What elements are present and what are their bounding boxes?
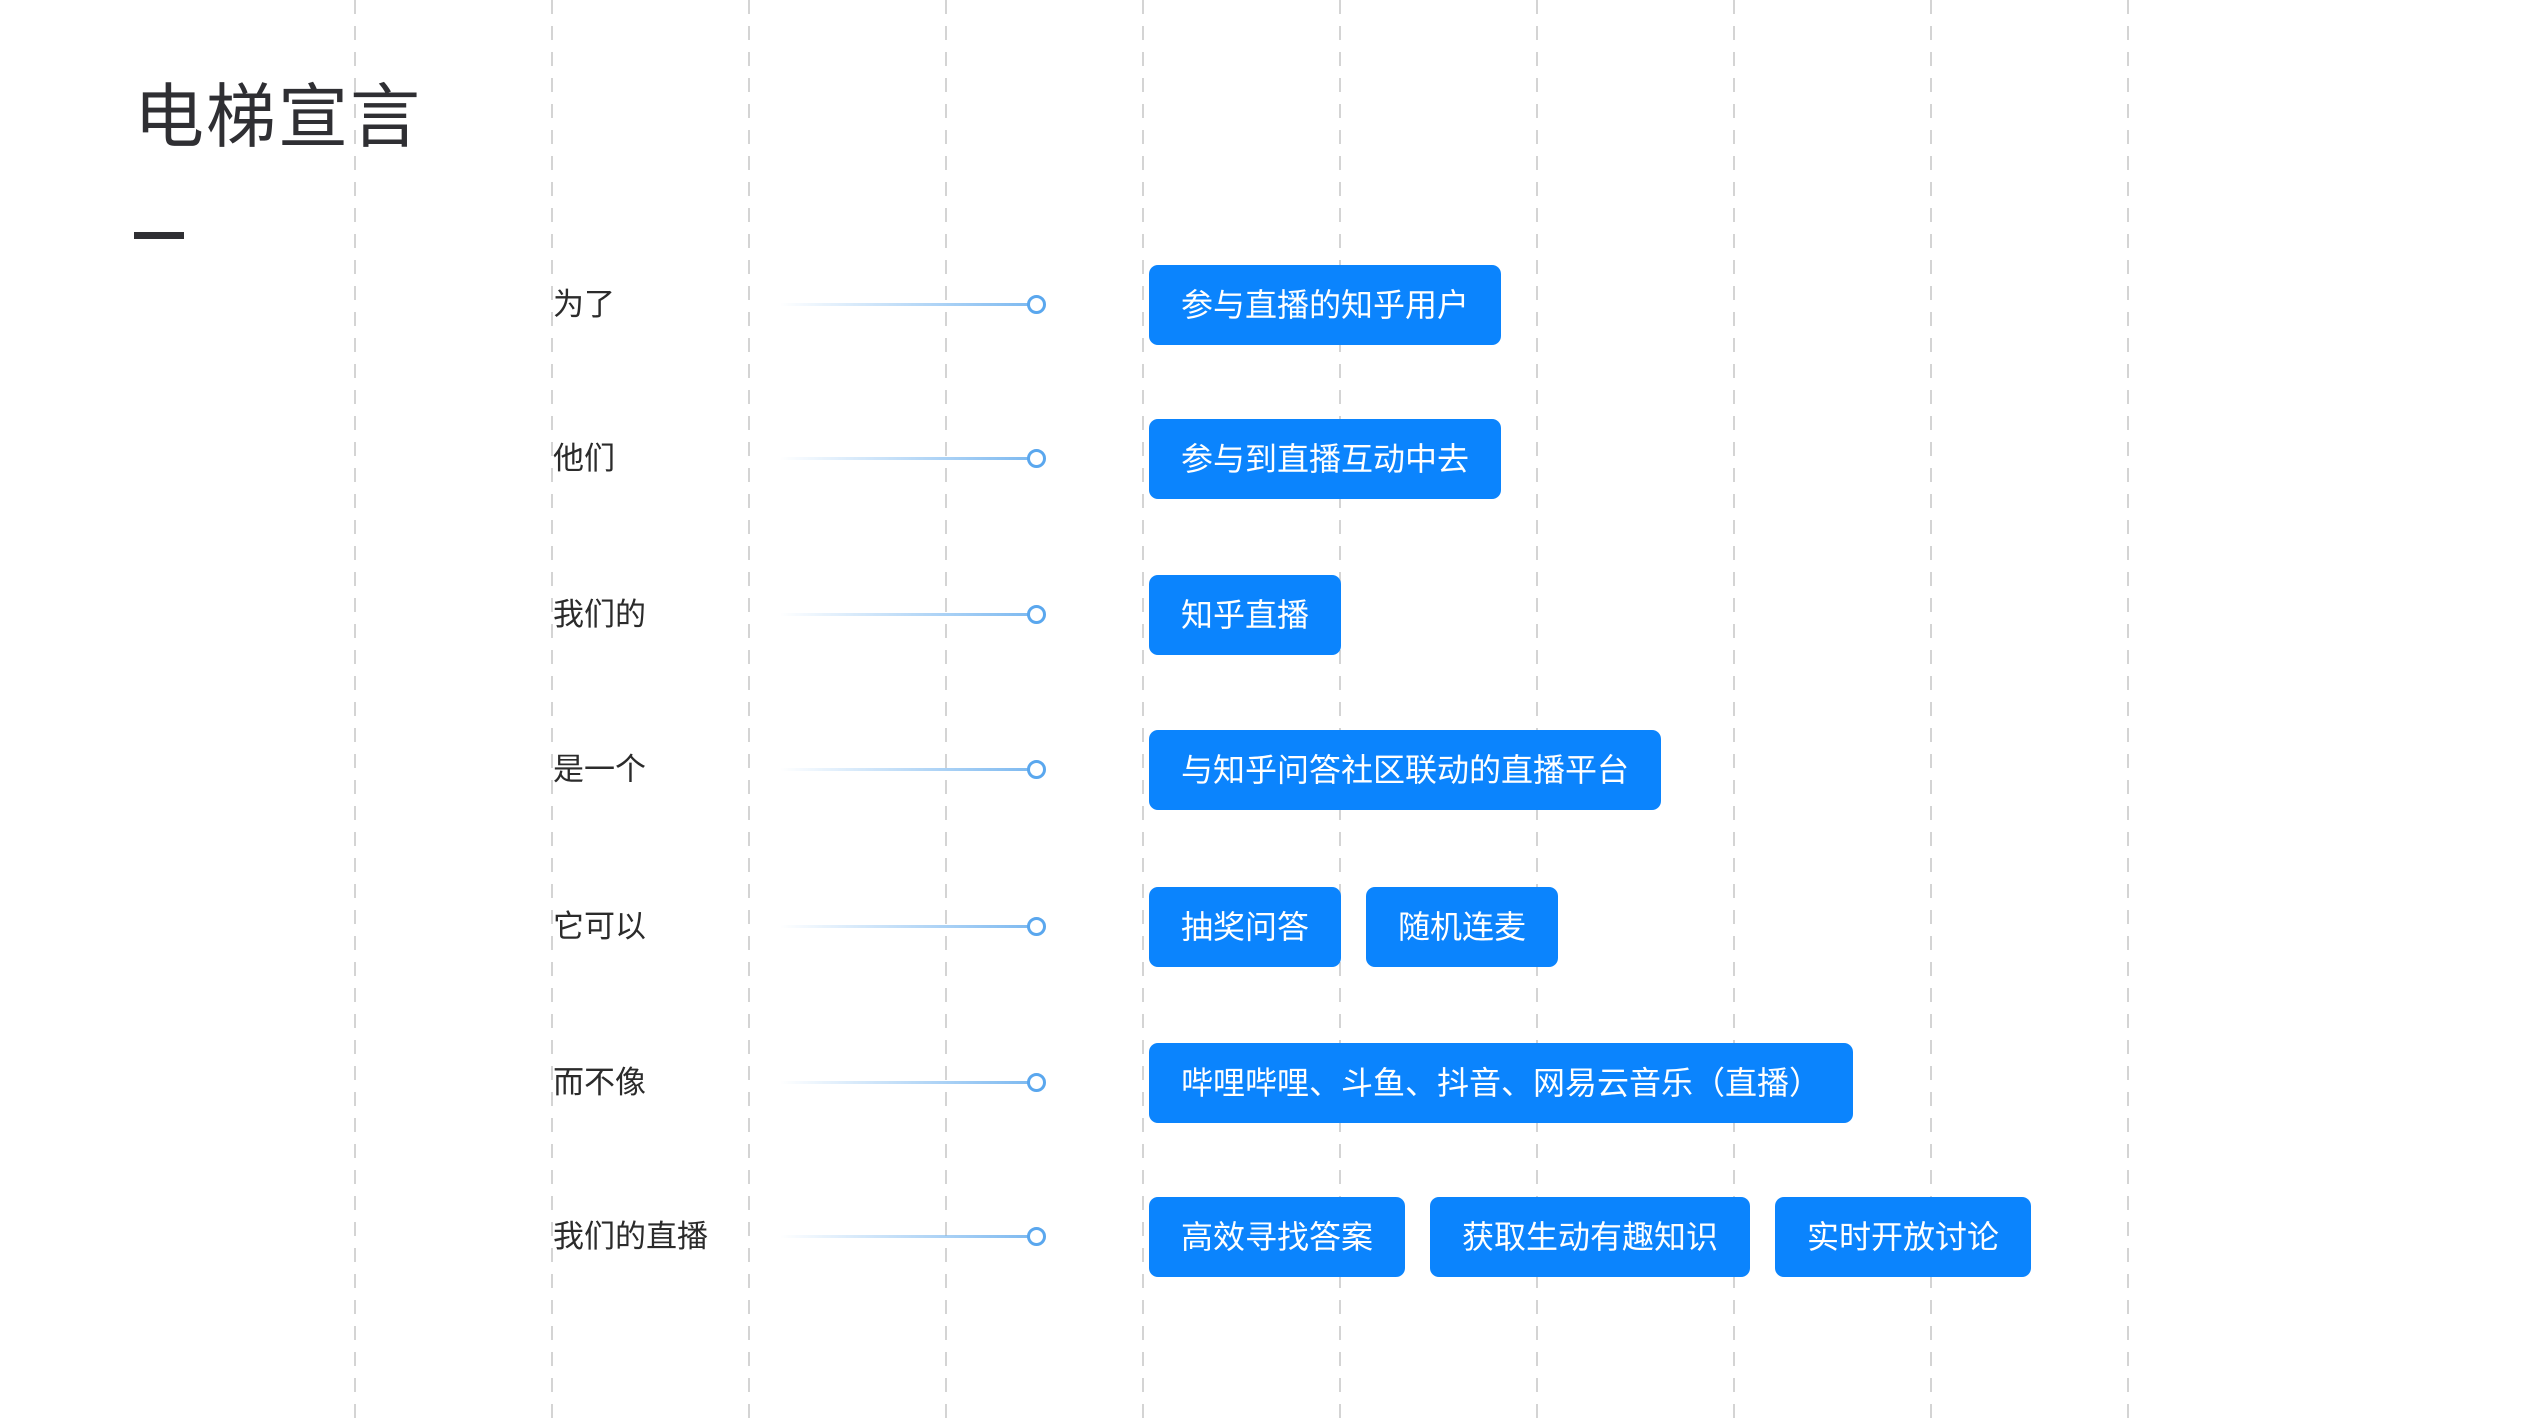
- connector-line: [780, 1235, 1032, 1238]
- row-label: 而不像: [553, 1065, 646, 1101]
- tag-chip: 参与到直播互动中去: [1149, 419, 1502, 499]
- connector-node: [1027, 1073, 1046, 1092]
- row-label: 他们: [553, 441, 615, 477]
- tag-group: 抽奖问答 随机连麦: [1149, 887, 1559, 967]
- tag-chip: 知乎直播: [1149, 575, 1342, 655]
- statement-row-our: 我们的 知乎直播: [0, 575, 2534, 655]
- row-label: 我们的: [553, 597, 646, 633]
- connector-node: [1027, 449, 1046, 468]
- row-label: 它可以: [553, 909, 646, 945]
- connector-line: [780, 457, 1032, 460]
- statement-row-our-live: 我们的直播 高效寻找答案 获取生动有趣知识 实时开放讨论: [0, 1197, 2534, 1277]
- statement-row-it-can: 它可以 抽奖问答 随机连麦: [0, 887, 2534, 967]
- connector-node: [1027, 917, 1046, 936]
- connector-line: [780, 613, 1032, 616]
- statement-row-they: 他们 参与到直播互动中去: [0, 419, 2534, 499]
- tag-chip: 参与直播的知乎用户: [1149, 265, 1502, 345]
- row-label: 是一个: [553, 752, 646, 788]
- connector-node: [1027, 760, 1046, 779]
- connector-line: [780, 303, 1032, 306]
- connector-node: [1027, 1227, 1046, 1246]
- statement-row-for: 为了 参与直播的知乎用户: [0, 265, 2534, 345]
- row-label: 我们的直播: [553, 1219, 708, 1255]
- connector-line: [780, 1081, 1032, 1084]
- tag-chip: 获取生动有趣知识: [1430, 1197, 1751, 1277]
- tag-chip: 实时开放讨论: [1775, 1197, 2032, 1277]
- connector-node: [1027, 295, 1046, 314]
- tag-chip: 哔哩哔哩、斗鱼、抖音、网易云音乐（直播）: [1149, 1043, 1854, 1123]
- statement-row-unlike: 而不像 哔哩哔哩、斗鱼、抖音、网易云音乐（直播）: [0, 1043, 2534, 1123]
- connector-line: [780, 768, 1032, 771]
- page-title: 电梯宣言: [134, 76, 422, 158]
- connector-line: [780, 925, 1032, 928]
- tag-chip: 高效寻找答案: [1149, 1197, 1406, 1277]
- tag-chip: 抽奖问答: [1149, 887, 1342, 967]
- tag-group: 参与到直播互动中去: [1149, 419, 1502, 499]
- tag-group: 哔哩哔哩、斗鱼、抖音、网易云音乐（直播）: [1149, 1043, 1854, 1123]
- tag-chip: 与知乎问答社区联动的直播平台: [1149, 730, 1662, 810]
- tag-group: 知乎直播: [1149, 575, 1342, 655]
- tag-chip: 随机连麦: [1366, 887, 1559, 967]
- row-label: 为了: [553, 287, 615, 323]
- title-underline: [134, 232, 184, 239]
- statement-row-is-a: 是一个 与知乎问答社区联动的直播平台: [0, 730, 2534, 810]
- tag-group: 参与直播的知乎用户: [1149, 265, 1502, 345]
- tag-group: 高效寻找答案 获取生动有趣知识 实时开放讨论: [1149, 1197, 2032, 1277]
- tag-group: 与知乎问答社区联动的直播平台: [1149, 730, 1662, 810]
- connector-node: [1027, 605, 1046, 624]
